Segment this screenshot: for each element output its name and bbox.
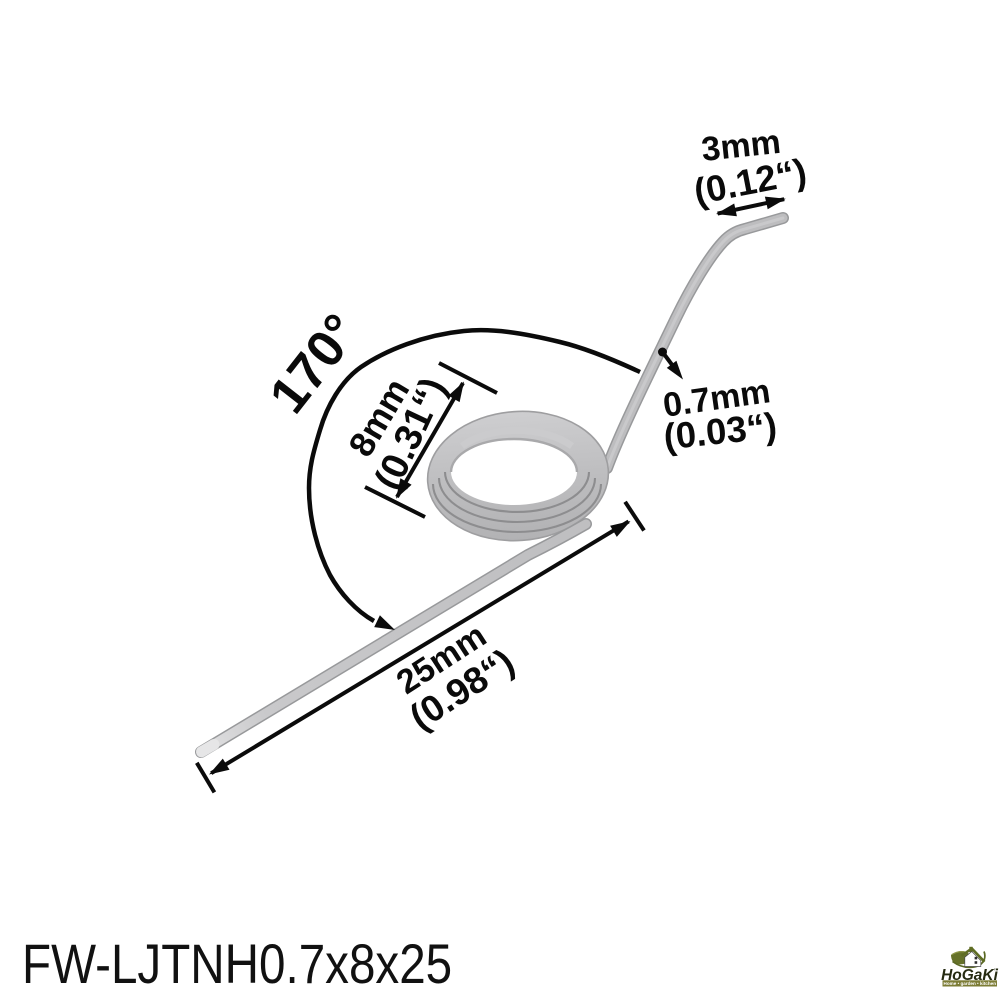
- svg-text:™: ™: [994, 968, 999, 974]
- svg-text:HoGaKi: HoGaKi: [941, 967, 999, 984]
- svg-text:FW-LJTNH0.7x8x25: FW-LJTNH0.7x8x25: [22, 933, 452, 995]
- svg-text:170°: 170°: [259, 304, 371, 424]
- svg-text:Home • garden • kitchen: Home • garden • kitchen: [944, 981, 997, 986]
- svg-text:3mm: 3mm: [700, 123, 783, 169]
